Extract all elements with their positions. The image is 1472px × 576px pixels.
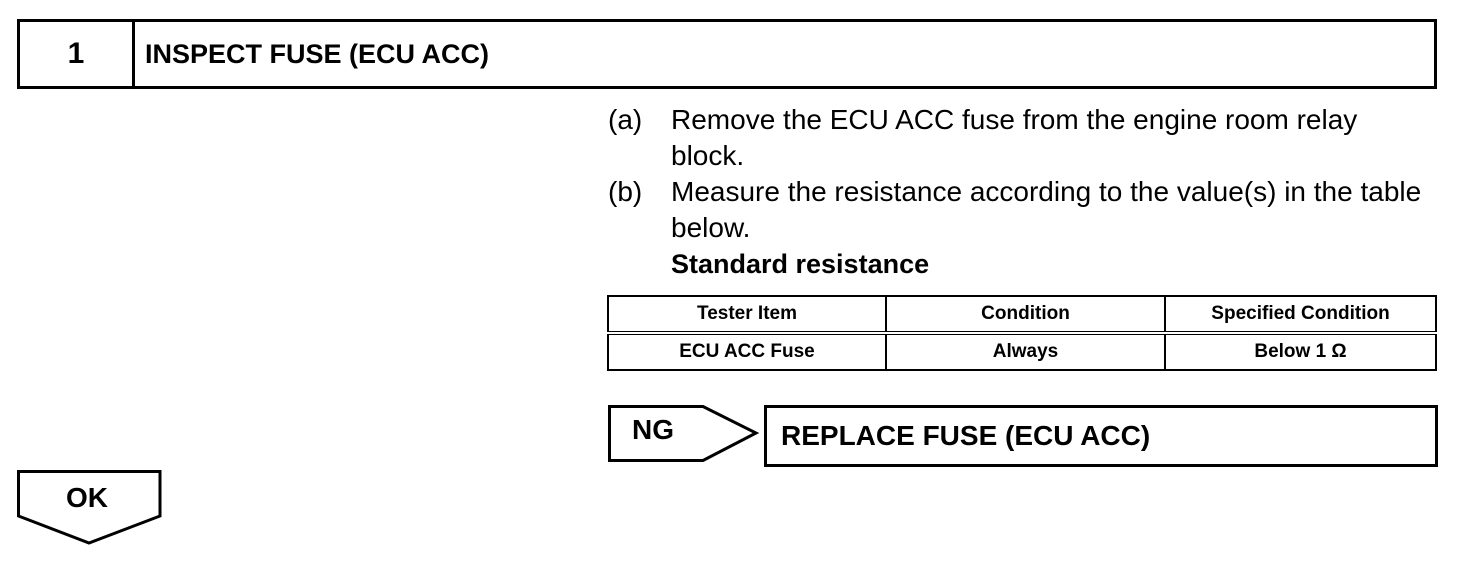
instruction-letter: (a) (608, 104, 643, 135)
instruction-letter: (b) (608, 176, 643, 207)
table-cell: Below 1 Ω (1164, 332, 1437, 371)
table-header-row: Tester Item Condition Specified Conditio… (607, 295, 1437, 335)
step-title: INSPECT FUSE (ECU ACC) (145, 38, 490, 69)
table-cell: ECU ACC Fuse (607, 332, 887, 371)
ok-label: OK (66, 482, 108, 513)
instruction-item-b: (b) Measure the resistance according to … (608, 174, 1438, 246)
step-header: 1 INSPECT FUSE (ECU ACC) (17, 19, 1437, 89)
instruction-item-a: (a) Remove the ECU ACC fuse from the eng… (608, 102, 1438, 174)
table-cell: Always (885, 332, 1166, 371)
step-number: 1 (20, 22, 135, 86)
ok-arrow-icon (17, 470, 162, 545)
table-header-cell: Specified Condition (1164, 295, 1437, 335)
ng-action-box: REPLACE FUSE (ECU ACC) (764, 405, 1438, 467)
ng-label: NG (632, 414, 674, 445)
instruction-text: Remove the ECU ACC fuse from the engine … (671, 104, 1358, 171)
ng-arrow-icon (608, 405, 760, 462)
resistance-table: Tester Item Condition Specified Conditio… (607, 295, 1437, 371)
instruction-text: Measure the resistance according to the … (671, 176, 1422, 243)
table-header-cell: Condition (885, 295, 1166, 335)
table-row: ECU ACC Fuse Always Below 1 Ω (607, 332, 1437, 371)
instructions-list: (a) Remove the ECU ACC fuse from the eng… (608, 102, 1438, 282)
standard-resistance-title: Standard resistance (671, 249, 930, 279)
table-header-cell: Tester Item (607, 295, 887, 335)
